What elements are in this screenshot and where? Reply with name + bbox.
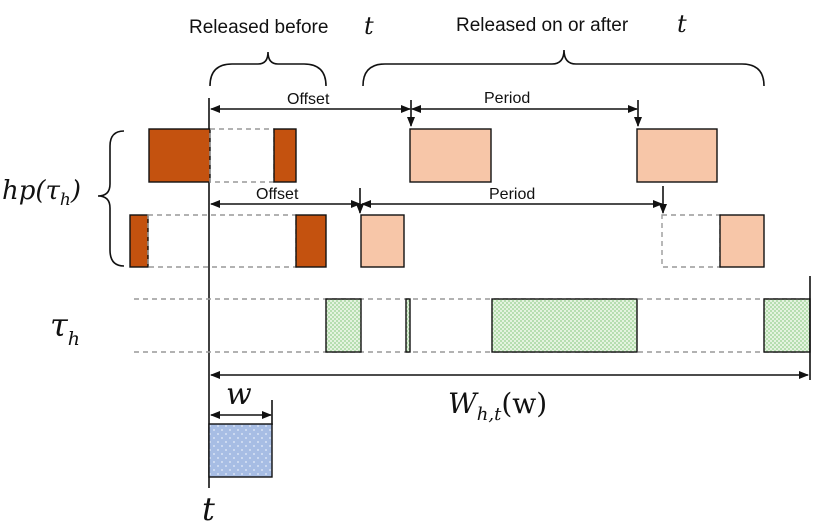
tau-h-label: τh xyxy=(50,306,80,350)
job-row2-third xyxy=(719,214,765,268)
released-before-label: Released before t xyxy=(189,12,374,40)
job-row2-second xyxy=(360,214,405,268)
job-row1-second xyxy=(409,128,492,183)
svg-text:t: t xyxy=(364,12,374,40)
job-row2-tail xyxy=(295,214,327,268)
offset-label-row1: Offset xyxy=(287,91,330,108)
job-row1-pending xyxy=(209,128,275,183)
svg-text:Released on or after: Released on or after xyxy=(456,15,629,36)
tau-h-exec-2 xyxy=(405,298,411,353)
tau-h-exec-3 xyxy=(491,298,638,353)
job-row1-tail xyxy=(273,128,297,183)
window-label: Wh,t(w) xyxy=(448,387,547,425)
released-after-label: Released on or after t xyxy=(456,10,687,38)
hp-brace xyxy=(97,130,125,267)
released-before-brace xyxy=(209,51,327,87)
svg-text:hp(τh): hp(τh) xyxy=(2,176,81,210)
svg-text:Wh,t(w): Wh,t(w) xyxy=(448,387,547,425)
released-after-brace xyxy=(362,49,765,87)
tau-h-exec-1 xyxy=(325,298,362,353)
svg-text:t: t xyxy=(677,10,687,38)
w-label: w xyxy=(226,377,252,412)
svg-text:Released before: Released before xyxy=(189,17,328,38)
tau-h-exec-4 xyxy=(763,298,811,353)
period-label-row1: Period xyxy=(484,90,530,107)
offset-label-row2: Offset xyxy=(256,186,299,203)
hp-tau-label: hp(τh) xyxy=(2,176,81,210)
time-t-label: t xyxy=(202,490,215,525)
job-row2-pending xyxy=(147,214,297,268)
period-label-row2: Period xyxy=(489,186,535,203)
job-row1-released-before xyxy=(148,128,211,183)
job-row2-released-before xyxy=(129,214,149,268)
job-row1-third xyxy=(636,128,718,183)
analyzed-job-block xyxy=(208,423,273,478)
svg-text:τh: τh xyxy=(50,306,80,350)
job-row2-third-pending xyxy=(661,214,721,268)
